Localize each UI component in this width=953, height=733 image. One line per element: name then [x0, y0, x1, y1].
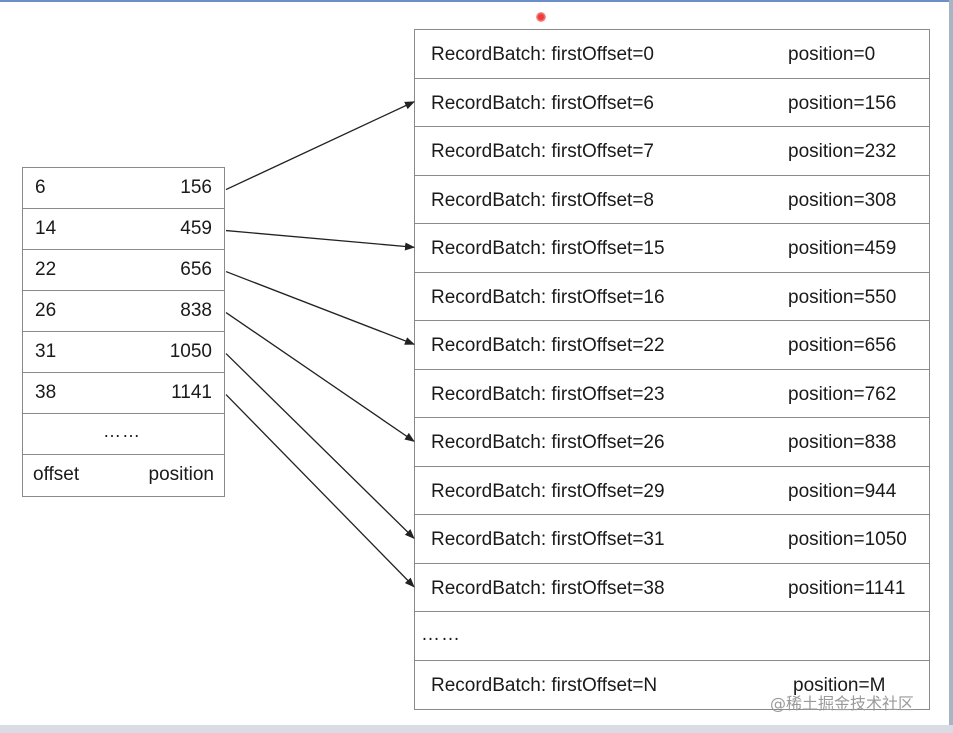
log-position: position=M	[793, 674, 886, 696]
log-batch: RecordBatch: firstOffset=29	[431, 480, 665, 502]
log-row: RecordBatch: firstOffset=16 position=550	[415, 273, 929, 321]
index-row: 22 656	[23, 250, 224, 291]
log-position: position=550	[788, 286, 897, 308]
window-bottom-border	[0, 725, 953, 733]
log-position: position=838	[788, 432, 897, 453]
log-ellipsis: ……	[421, 624, 461, 645]
log-row: RecordBatch: firstOffset=26 position=838	[415, 418, 929, 467]
log-batch: RecordBatch: firstOffset=6	[431, 92, 654, 114]
index-offset: 31	[35, 341, 57, 362]
log-batch: RecordBatch: firstOffset=0	[431, 44, 654, 65]
log-row: RecordBatch: firstOffset=6 position=156	[415, 79, 929, 127]
log-batch: RecordBatch: firstOffset=16	[431, 286, 665, 308]
index-row: 6 156	[23, 168, 224, 209]
index-offset: 22	[35, 259, 57, 280]
log-row: RecordBatch: firstOffset=23 position=762	[415, 370, 929, 418]
index-ellipsis: ……	[103, 421, 141, 441]
index-row: 38 1141	[23, 373, 224, 414]
log-position: position=308	[788, 189, 897, 211]
index-row: 31 1050	[23, 332, 224, 373]
index-offset: 14	[35, 218, 57, 239]
index-row: 14 459	[23, 209, 224, 250]
window-right-border	[949, 0, 953, 733]
arrow-0	[225, 101, 415, 191]
log-position: position=656	[788, 335, 897, 356]
index-position: 459	[180, 218, 212, 239]
index-offset: 6	[35, 177, 46, 198]
index-header-row: offset position	[23, 455, 224, 496]
log-position: position=944	[788, 480, 897, 502]
arrow-3	[225, 312, 415, 442]
index-position: 156	[180, 177, 212, 198]
log-position: position=762	[788, 383, 897, 405]
arrow-2	[225, 270, 415, 345]
index-header-position: position	[148, 464, 215, 485]
log-position: position=459	[788, 238, 897, 259]
index-ellipsis-row: ……	[23, 414, 224, 455]
log-segment-table: RecordBatch: firstOffset=0 position=0 Re…	[414, 29, 930, 710]
log-batch: RecordBatch: firstOffset=31	[431, 529, 665, 550]
log-row: RecordBatch: firstOffset=29 position=944	[415, 467, 929, 515]
log-row: RecordBatch: firstOffset=31 position=105…	[415, 515, 929, 564]
log-position: position=156	[788, 92, 897, 114]
log-row: RecordBatch: firstOffset=0 position=0	[415, 30, 929, 79]
index-position: 1141	[171, 382, 212, 403]
log-position: position=1141	[788, 577, 906, 599]
index-row: 26 838	[23, 291, 224, 332]
offset-index-table: 6 156 14 459 22 656 26 838 31 1050 38 11…	[22, 167, 225, 497]
arrow-1	[225, 229, 415, 251]
index-header-offset: offset	[33, 464, 80, 485]
log-position: position=0	[788, 44, 876, 65]
log-batch: RecordBatch: firstOffset=N	[431, 674, 658, 696]
arrow-5	[225, 394, 415, 588]
log-batch: RecordBatch: firstOffset=7	[431, 141, 654, 162]
log-batch: RecordBatch: firstOffset=8	[431, 189, 654, 211]
watermark-text: @稀土掘金技术社区	[770, 694, 915, 713]
arrow-4	[225, 353, 415, 539]
index-position: 838	[180, 300, 212, 321]
log-batch: RecordBatch: firstOffset=22	[431, 335, 665, 356]
mouse-cursor-indicator	[536, 12, 546, 22]
log-row: RecordBatch: firstOffset=8 position=308	[415, 176, 929, 224]
index-offset: 26	[35, 300, 57, 321]
log-batch: RecordBatch: firstOffset=15	[431, 238, 665, 259]
log-row: RecordBatch: firstOffset=38 position=114…	[415, 564, 929, 612]
log-position: position=1050	[788, 529, 907, 550]
log-row: RecordBatch: firstOffset=7 position=232	[415, 127, 929, 176]
window-top-border	[0, 0, 953, 2]
log-batch: RecordBatch: firstOffset=23	[431, 383, 665, 405]
log-row-last: RecordBatch: firstOffset=N position=M	[415, 661, 929, 710]
log-batch: RecordBatch: firstOffset=26	[431, 432, 665, 453]
index-offset: 38	[35, 382, 57, 403]
log-position: position=232	[788, 141, 897, 162]
index-position: 656	[180, 259, 212, 280]
log-ellipsis-row: ……	[415, 612, 929, 661]
log-row: RecordBatch: firstOffset=22 position=656	[415, 321, 929, 370]
log-row: RecordBatch: firstOffset=15 position=459	[415, 224, 929, 273]
log-batch: RecordBatch: firstOffset=38	[431, 577, 665, 599]
index-position: 1050	[169, 341, 212, 362]
